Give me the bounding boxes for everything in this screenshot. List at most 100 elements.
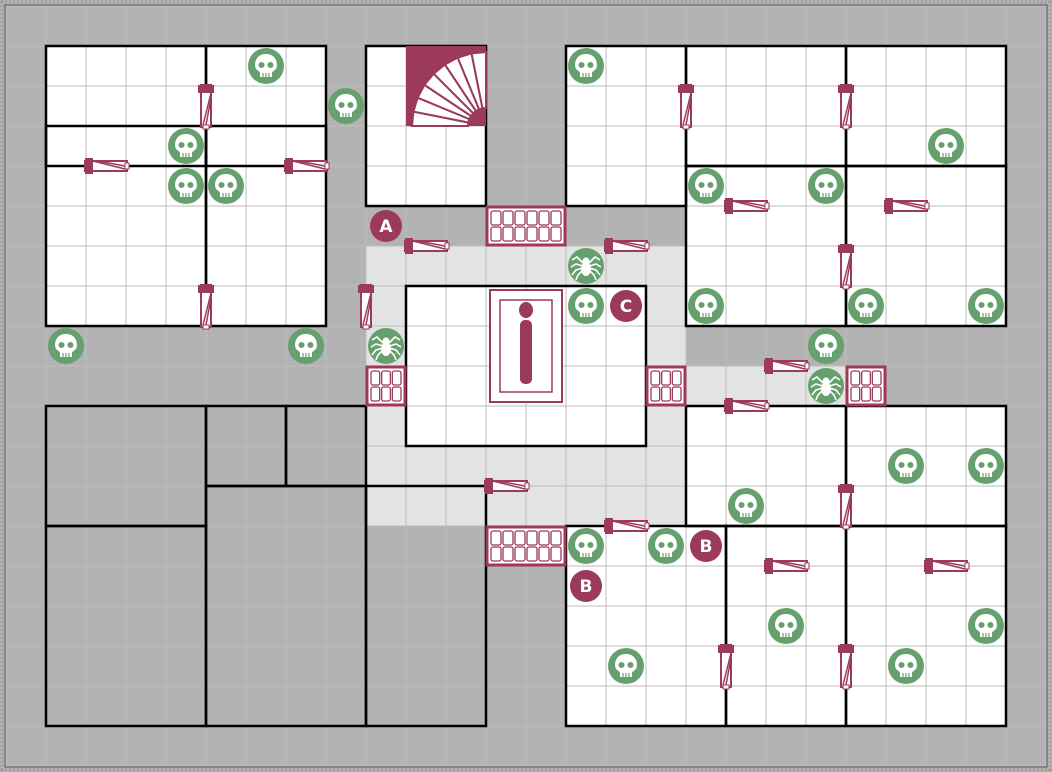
room-nw-d bbox=[206, 126, 326, 326]
door-icon[interactable] bbox=[84, 158, 130, 174]
monster-token[interactable] bbox=[808, 328, 844, 364]
door-icon[interactable] bbox=[404, 238, 450, 254]
door-icon[interactable] bbox=[764, 558, 810, 574]
monster-token[interactable] bbox=[208, 168, 244, 204]
door-icon[interactable] bbox=[284, 158, 330, 174]
skull-eye bbox=[658, 542, 665, 548]
door-latch bbox=[764, 202, 770, 210]
monster-token[interactable] bbox=[928, 128, 964, 164]
door-hinge bbox=[925, 558, 933, 574]
monster-token[interactable] bbox=[48, 328, 84, 364]
skull-eye bbox=[227, 182, 234, 188]
tomb-head bbox=[519, 302, 533, 318]
rubble-block bbox=[485, 525, 567, 567]
skull-eye bbox=[778, 622, 785, 628]
rubble-stone bbox=[490, 530, 502, 546]
door-icon[interactable] bbox=[838, 84, 854, 130]
door-icon[interactable] bbox=[838, 484, 854, 530]
door-icon[interactable] bbox=[358, 284, 374, 330]
door-hinge bbox=[885, 198, 893, 214]
skull-icon bbox=[575, 534, 597, 557]
rubble-blocks bbox=[365, 205, 887, 567]
skull-teeth bbox=[782, 633, 790, 637]
door-planks bbox=[722, 652, 732, 686]
door-hinge bbox=[838, 485, 854, 493]
marker-a[interactable]: A bbox=[370, 210, 402, 242]
monster-token[interactable] bbox=[568, 288, 604, 324]
monster-token[interactable] bbox=[888, 448, 924, 484]
skull-icon bbox=[975, 294, 997, 317]
monster-token[interactable] bbox=[608, 648, 644, 684]
marker-b[interactable]: B bbox=[570, 570, 602, 602]
marker-c[interactable]: C bbox=[610, 290, 642, 322]
skull-eye bbox=[858, 302, 865, 308]
door-icon[interactable] bbox=[724, 398, 770, 414]
door-latch bbox=[722, 684, 730, 690]
door-icon[interactable] bbox=[838, 644, 854, 690]
door-icon[interactable] bbox=[924, 558, 970, 574]
skull-eye bbox=[307, 342, 314, 348]
door-planks bbox=[772, 560, 806, 570]
skull-eye bbox=[267, 62, 274, 68]
monster-token[interactable] bbox=[568, 48, 604, 84]
spider-token[interactable] bbox=[568, 248, 604, 284]
spider-token[interactable] bbox=[808, 368, 844, 404]
door-planks bbox=[612, 520, 646, 530]
door-icon[interactable] bbox=[884, 198, 930, 214]
door-icon[interactable] bbox=[718, 644, 734, 690]
door-icon[interactable] bbox=[764, 358, 810, 374]
monster-token[interactable] bbox=[688, 288, 724, 324]
rubble-stone bbox=[502, 210, 514, 226]
skull-teeth bbox=[342, 113, 350, 117]
monster-token[interactable] bbox=[808, 168, 844, 204]
skull-teeth bbox=[182, 193, 190, 197]
door-planks bbox=[362, 292, 372, 326]
monster-token[interactable] bbox=[888, 648, 924, 684]
door-icon[interactable] bbox=[198, 284, 214, 330]
monster-token[interactable] bbox=[728, 488, 764, 524]
monster-token[interactable] bbox=[688, 168, 724, 204]
skull-teeth bbox=[582, 553, 590, 557]
marker-label: C bbox=[620, 297, 632, 317]
door-icon[interactable] bbox=[604, 238, 650, 254]
door-icon[interactable] bbox=[678, 84, 694, 130]
monster-token[interactable] bbox=[328, 88, 364, 124]
skull-eye bbox=[987, 622, 994, 628]
door-hinge bbox=[725, 398, 733, 414]
door-planks bbox=[292, 160, 326, 170]
monster-token[interactable] bbox=[648, 528, 684, 564]
monster-token[interactable] bbox=[968, 448, 1004, 484]
rubble-stone bbox=[538, 210, 550, 226]
skull-icon bbox=[175, 174, 197, 197]
monster-token[interactable] bbox=[768, 608, 804, 644]
skull-icon bbox=[815, 174, 837, 197]
monster-token[interactable] bbox=[848, 288, 884, 324]
skull-teeth bbox=[702, 313, 710, 317]
door-icon[interactable] bbox=[604, 518, 650, 534]
skull-teeth bbox=[982, 313, 990, 317]
door-icon[interactable] bbox=[838, 244, 854, 290]
skull-eye bbox=[747, 502, 754, 508]
door-icon[interactable] bbox=[724, 198, 770, 214]
skull-teeth bbox=[262, 73, 270, 77]
rubble-stone bbox=[391, 386, 402, 402]
skull-eye bbox=[898, 662, 905, 668]
monster-token[interactable] bbox=[968, 608, 1004, 644]
monster-token[interactable] bbox=[288, 328, 324, 364]
monster-token[interactable] bbox=[568, 528, 604, 564]
monster-token[interactable] bbox=[968, 288, 1004, 324]
door-hinge bbox=[678, 85, 694, 93]
monster-token[interactable] bbox=[248, 48, 284, 84]
wall bbox=[364, 484, 488, 728]
door-icon[interactable] bbox=[484, 478, 530, 494]
monster-token[interactable] bbox=[168, 168, 204, 204]
skull-eye bbox=[707, 182, 714, 188]
monster-token[interactable] bbox=[168, 128, 204, 164]
door-latch bbox=[644, 522, 650, 530]
door-planks bbox=[202, 292, 212, 326]
wall bbox=[204, 124, 328, 328]
spider-token[interactable] bbox=[368, 328, 404, 364]
skull-teeth bbox=[582, 73, 590, 77]
marker-b[interactable]: B bbox=[690, 530, 722, 562]
door-icon[interactable] bbox=[198, 84, 214, 130]
